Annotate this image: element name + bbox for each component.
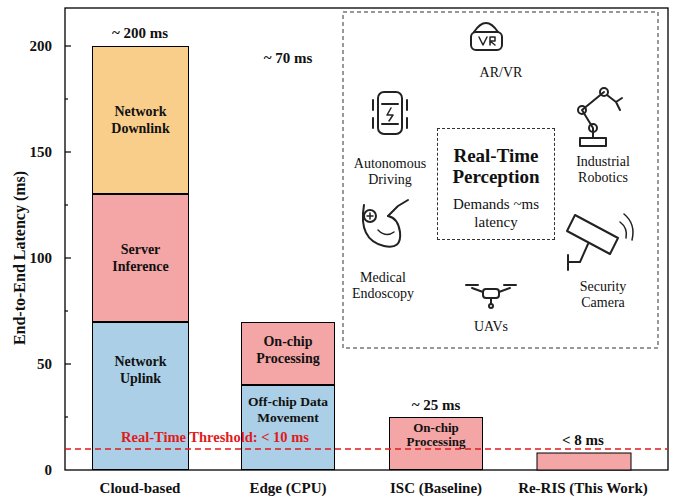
category-label: Edge (CPU) [249,480,326,497]
body-text: Demands ~ms latency [438,195,554,231]
bar-segment: Network Downlink [92,46,189,194]
bar-segment: On-chip Processing [241,322,335,385]
category-label: Re-RIS (This Work) [518,480,648,497]
vr-icon [471,23,502,50]
robot-arm-icon [578,88,622,146]
tick-label: 100 [30,250,53,267]
concept-box: Real-Time PerceptionDemands ~ms latency [437,128,555,240]
segment-label: On-chip Processing [242,333,334,367]
tick-label: 50 [37,356,52,373]
value-label: < 8 ms [562,432,604,449]
tick-label: 200 [30,38,53,55]
tick-label: 0 [45,462,53,479]
threshold-label: Real-Time Threshold: < 10 ms [121,429,309,446]
security-camera-icon [567,214,633,270]
segment-label: Network Downlink [93,103,188,137]
value-label: ~ 25 ms [412,397,461,414]
inset-panel [343,12,658,348]
segment-label: Real-Time Perception [438,145,554,187]
value-label: ~ 70 ms [264,50,313,67]
bar-segment [537,453,631,470]
application-label: Industrial Robotics [563,154,643,186]
endoscopy-icon [363,200,408,247]
segment-label: On-chip Processing [390,421,482,449]
application-label: Medical Endoscopy [343,270,423,302]
application-label: Autonomous Driving [350,156,430,188]
plot-frame [65,8,668,470]
bar-segment: Network Uplink [92,322,189,470]
category-label: Cloud-based [100,480,181,497]
tick-label: 150 [30,144,53,161]
segment-label: Server Inference [93,241,188,275]
bar-segment: On-chip Processing [389,417,483,470]
bar-segment: Server Inference [92,194,189,321]
segment-label: Network Uplink [93,353,188,387]
segment-label: Off-chip Data Movement [242,394,334,426]
application-label: Security Camera [563,279,643,311]
application-label: AR/VR [480,65,523,81]
bar-segment: Off-chip Data Movement [241,385,335,470]
value-label: ~ 200 ms [112,25,168,42]
uav-icon [466,285,516,308]
axis-title: End-to-End Latency (ms) [11,171,29,345]
car-icon [373,92,407,134]
application-label: UAVs [474,319,508,335]
category-label: ISC (Baseline) [390,480,482,497]
